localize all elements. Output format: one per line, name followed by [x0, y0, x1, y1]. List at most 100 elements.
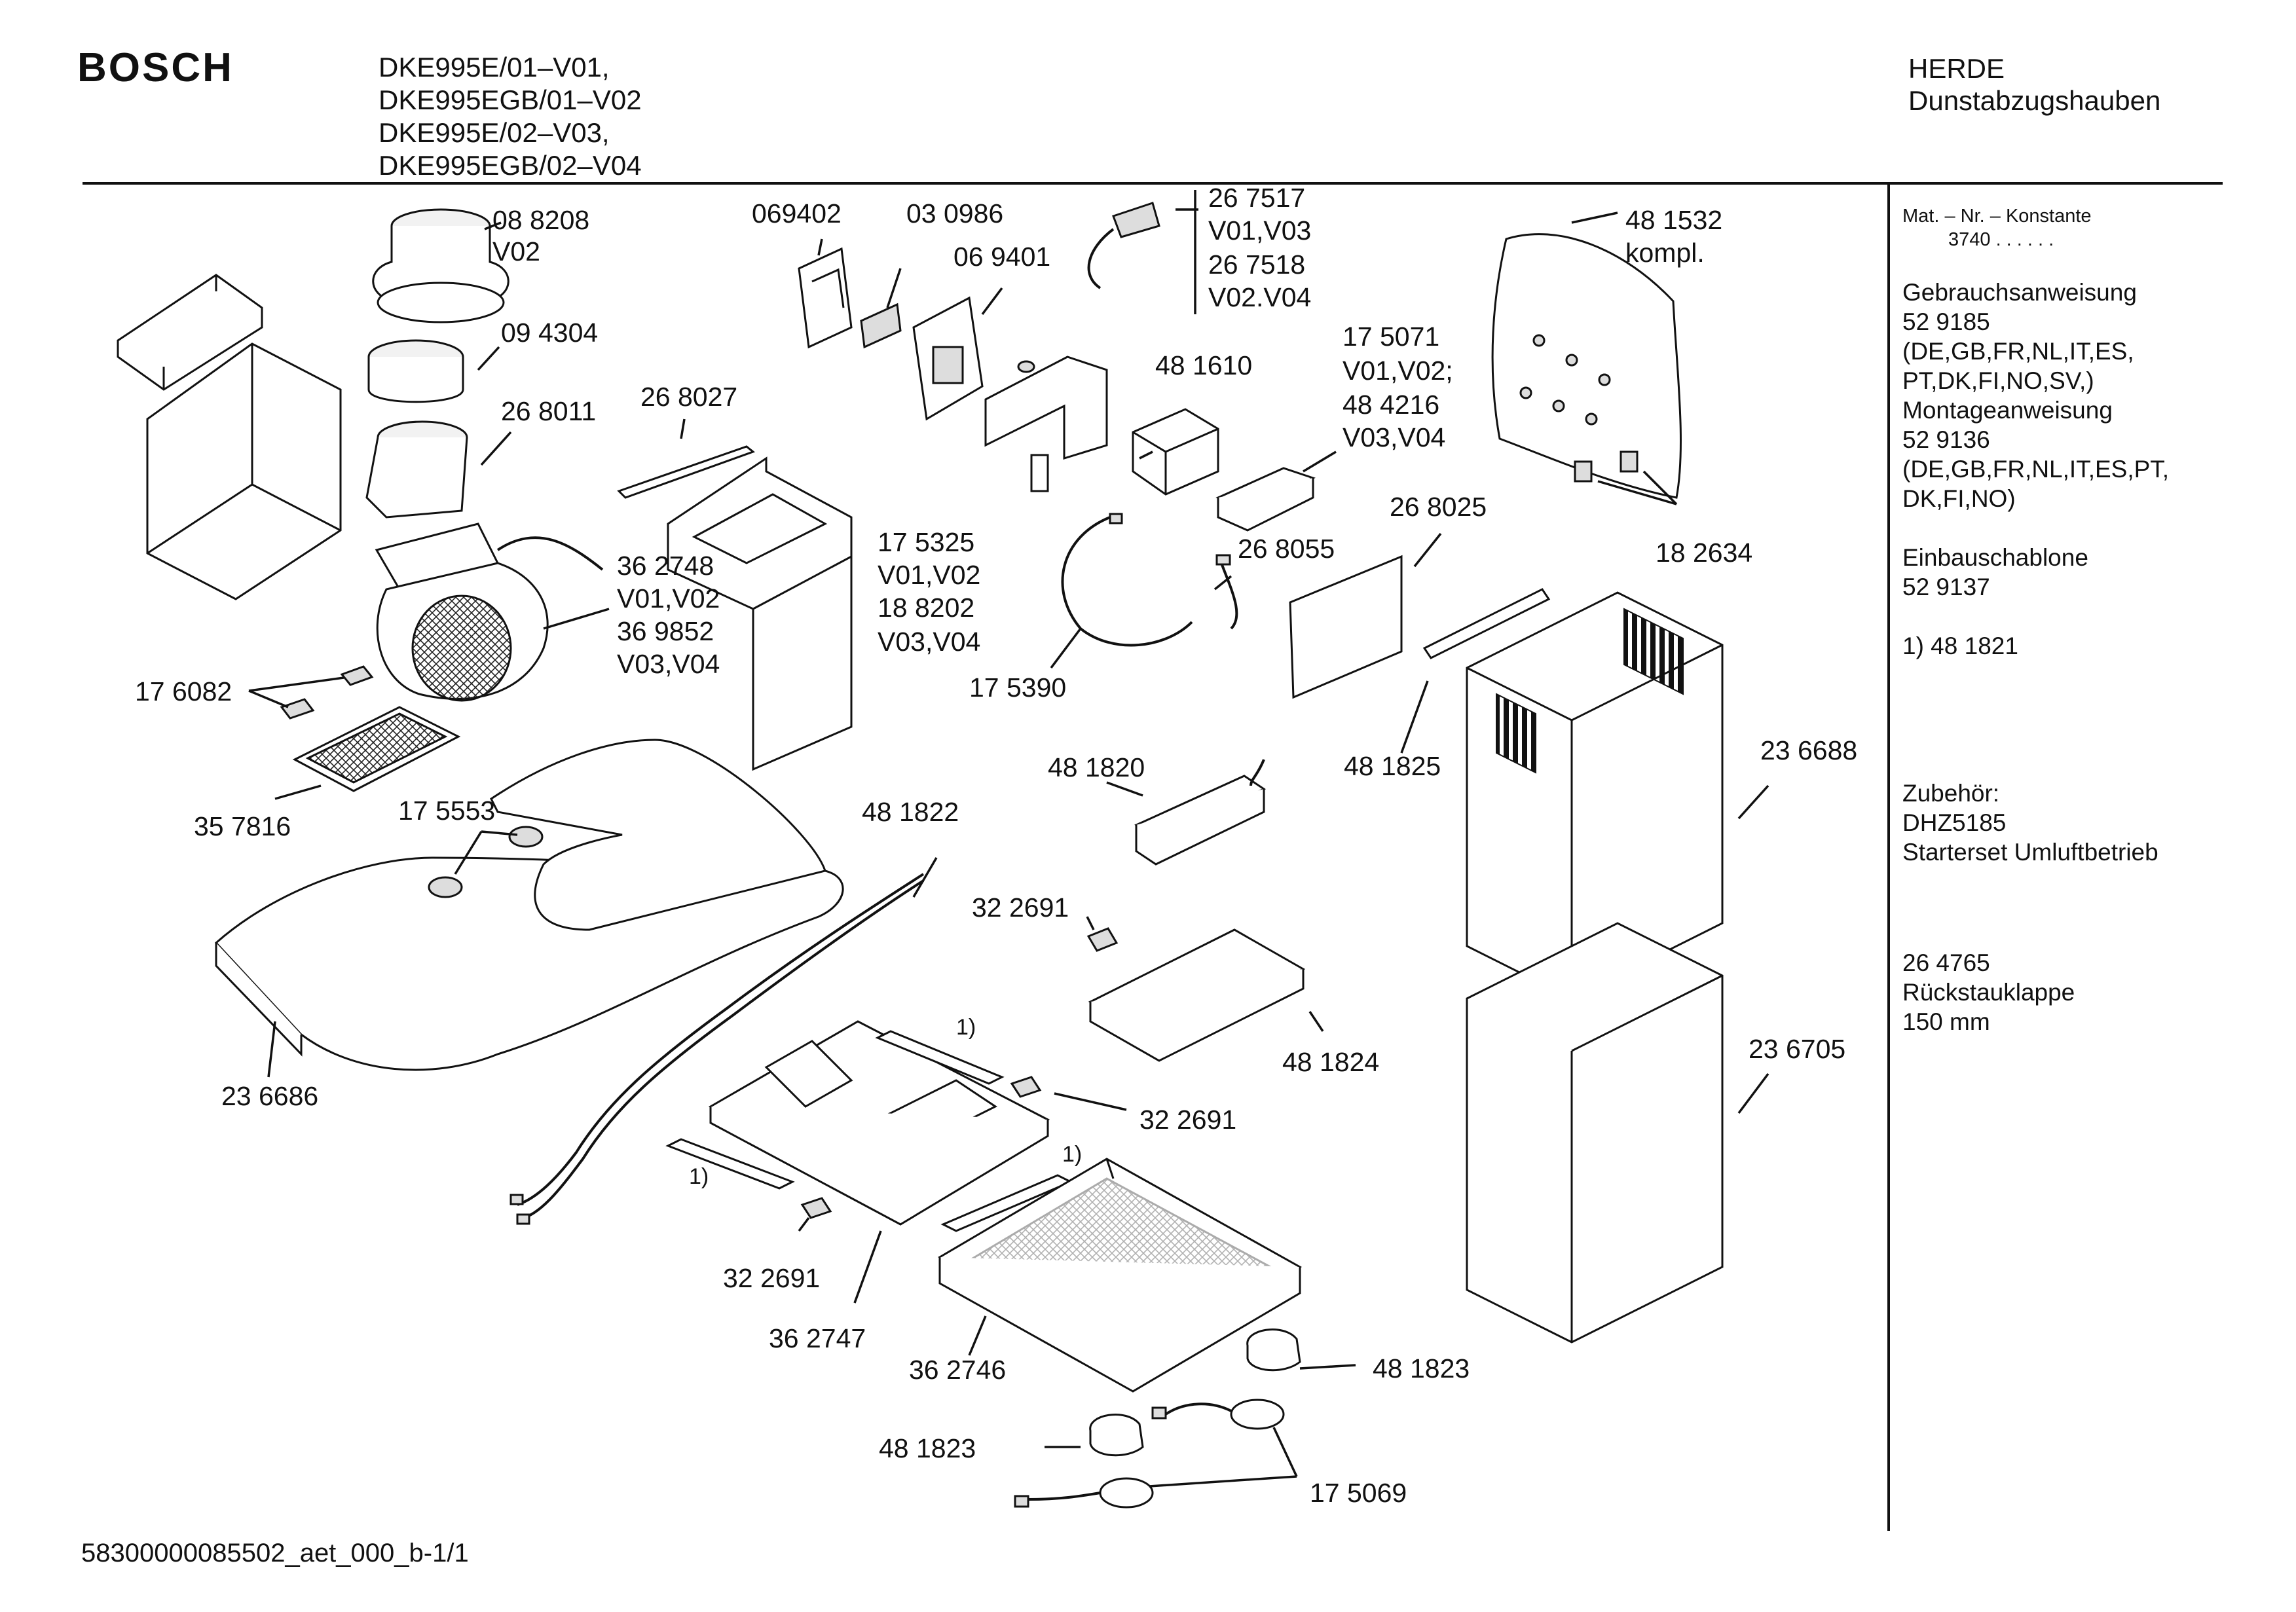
model-line: DKE995E/02–V03, — [379, 117, 610, 148]
control-bracket-part — [1088, 928, 1306, 1062]
clip-part — [1086, 927, 1119, 952]
rueckstau-size: 150 mm — [1902, 1008, 1990, 1035]
callout-357816: 35 7816 — [194, 811, 291, 841]
callout-362748: 36 2748 — [617, 551, 714, 581]
footnote-marker: 1) — [689, 1164, 709, 1189]
callout-175071: 17 5071 — [1342, 321, 1439, 352]
mounting-strip-part — [617, 445, 756, 499]
callout-182634: 18 2634 — [1656, 538, 1752, 568]
bottom-tray-part — [938, 1158, 1302, 1393]
grease-filter-part — [292, 706, 461, 792]
callout-268011: 26 8011 — [501, 396, 596, 426]
callout-481610: 48 1610 — [1155, 350, 1252, 380]
category-line2: Dunstabzugshauben — [1908, 85, 2161, 116]
callout-175325: 17 5325 — [878, 527, 974, 557]
callout-322691: 32 2691 — [1139, 1105, 1236, 1135]
clip-part — [800, 1076, 1042, 1219]
montage-langs: (DE,GB,FR,NL,IT,ES,PT, — [1902, 456, 2170, 483]
callout-175390: 17 5390 — [969, 672, 1066, 703]
callout-481532-variant: kompl. — [1625, 238, 1705, 268]
schablone-number: 52 9137 — [1902, 574, 1990, 600]
callout-176082: 17 6082 — [135, 676, 232, 706]
callout-481820: 48 1820 — [1048, 752, 1145, 782]
callout-094304: 09 4304 — [501, 318, 598, 348]
capacitor-cover-part — [984, 356, 1108, 492]
callout-069402: 069402 — [752, 198, 842, 229]
callout-188202-variant: V03,V04 — [878, 627, 980, 657]
filter-set-part — [1491, 233, 1682, 499]
callout-362747: 36 2747 — [769, 1323, 866, 1353]
gebrauch-langs: PT,DK,FI,NO,SV,) — [1902, 367, 2094, 394]
callout-175071-variant: V01,V02; — [1342, 356, 1453, 386]
callout-369852: 36 9852 — [617, 616, 714, 646]
category-title: HERDE Dunstabzugshauben — [1908, 52, 2160, 117]
carbon-filter-part — [1289, 555, 1403, 699]
callout-175553: 17 5553 — [398, 796, 495, 826]
callout-481822: 48 1822 — [862, 797, 959, 827]
callout-481825: 48 1825 — [1344, 751, 1441, 781]
model-list: DKE995E/01–V01, DKE995EGB/01–V02 DKE995E… — [379, 51, 642, 182]
rueckstau-title: Rückstauklappe — [1902, 979, 2075, 1006]
lower-chimney-part — [1466, 922, 1724, 1344]
model-line: DKE995EGB/01–V02 — [379, 84, 642, 115]
info-panel-divider — [1887, 185, 1890, 1531]
terminal-part — [860, 302, 902, 349]
footnote-marker: 1) — [1062, 1142, 1082, 1167]
switch-box-part — [912, 296, 984, 421]
mat-value: 3740 . . . . . . — [1948, 229, 2054, 250]
callout-484216-variant: V03,V04 — [1342, 422, 1445, 452]
zubehoer-model: DHZ5185 — [1902, 809, 2007, 836]
blower-motor-part — [375, 522, 604, 702]
montage-title: Montageanweisung — [1902, 397, 2113, 424]
callout-267518: 26 7518 — [1208, 249, 1305, 280]
model-line: DKE995EGB/02–V04 — [379, 150, 642, 181]
power-cord-part — [1087, 202, 1160, 289]
ballast-part — [1215, 467, 1316, 532]
footnote: 1) 48 1821 — [1902, 632, 2018, 659]
callout-362748-variant: V01,V02 — [617, 583, 720, 614]
mat-label: Mat. – Nr. – Konstante — [1902, 206, 2092, 227]
callout-030986: 03 0986 — [906, 198, 1003, 229]
zubehoer-title: Zubehör: — [1902, 780, 2000, 807]
leader-lines — [248, 190, 1769, 1488]
gebrauch-title: Gebrauchsanweisung — [1902, 279, 2137, 306]
callout-484216: 48 4216 — [1342, 390, 1439, 420]
model-line: DKE995E/01–V01, — [379, 52, 610, 82]
document-id: 58300000085502_aet_000_b-1/1 — [81, 1539, 469, 1567]
lamp-wire-part — [1215, 554, 1238, 630]
footnote-marker: 1) — [956, 1015, 976, 1040]
callout-268025: 26 8025 — [1390, 492, 1487, 522]
header-divider — [83, 182, 2223, 185]
callout-481823: 48 1823 — [879, 1433, 976, 1463]
chimney-bracket-part — [1422, 588, 1551, 659]
callout-481824: 48 1824 — [1282, 1047, 1379, 1077]
rueckstau-number: 26 4765 — [1902, 949, 1990, 976]
canopy-hood-part — [214, 739, 844, 1071]
fan-housing-panel — [146, 342, 342, 600]
callout-236688: 23 6688 — [1760, 735, 1857, 765]
control-module-part — [1134, 759, 1267, 866]
transformer-part — [1132, 408, 1219, 496]
callout-362746: 36 2746 — [909, 1355, 1006, 1385]
callout-088208-variant: V02 — [492, 236, 540, 266]
callout-069401: 06 9401 — [954, 242, 1050, 272]
lamp-part — [1014, 1328, 1301, 1509]
info-panel: Mat. – Nr. – Konstante 3740 . . . . . . … — [1902, 204, 2269, 1036]
callout-267517-variant: V01,V03 — [1208, 215, 1311, 246]
callout-322691: 32 2691 — [972, 892, 1069, 923]
wall-bracket-part — [117, 274, 263, 391]
category-line1: HERDE — [1908, 53, 2005, 84]
duct-ring-part — [367, 339, 464, 403]
callout-088208: 08 8208 — [492, 205, 589, 235]
duct-adapter-part — [372, 208, 509, 323]
callout-268055: 26 8055 — [1238, 534, 1335, 564]
callout-267517: 26 7517 — [1208, 183, 1305, 213]
callout-369852-variant: V03,V04 — [617, 649, 720, 679]
cable-harness-part — [509, 873, 925, 1225]
wire-part — [1061, 513, 1193, 647]
callout-268027: 26 8027 — [640, 382, 737, 412]
schablone-title: Einbauschablone — [1902, 544, 2088, 571]
montage-langs: DK,FI,NO) — [1902, 485, 2016, 512]
callout-267518-variant: V02.V04 — [1208, 282, 1311, 312]
callout-481532: 48 1532 — [1625, 205, 1722, 235]
